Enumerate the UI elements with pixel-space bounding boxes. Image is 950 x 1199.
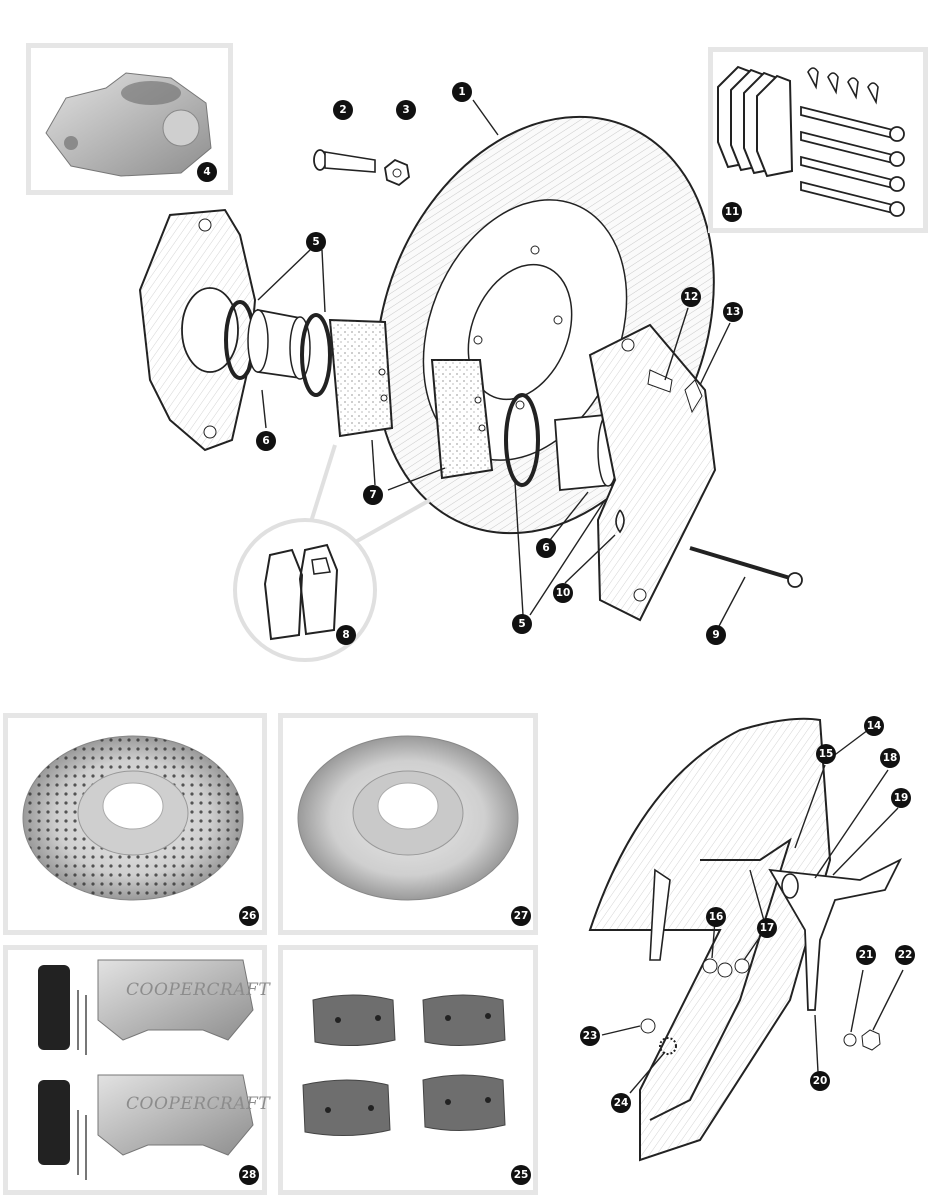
callout-17: 17 [757, 918, 777, 938]
callout-19: 19 [891, 788, 911, 808]
drilled-disc-photo [22, 735, 244, 901]
callout-16: 16 [706, 907, 726, 927]
pads-photo [302, 994, 506, 1137]
callout-18: 18 [880, 748, 900, 768]
caliper-kit-photo [38, 959, 254, 1180]
callout-24: 24 [611, 1093, 631, 1113]
shim-zoom-drawing [233, 444, 431, 662]
caliper-photo [45, 72, 212, 177]
callout-6-right: 6 [536, 538, 556, 558]
caliper-half-left-drawing [138, 208, 257, 452]
callout-28: 28 [239, 1165, 259, 1185]
bolt-and-nut-drawing [313, 149, 410, 187]
caliper-logo-top: COOPERCRAFT [126, 980, 271, 1000]
pad-kit-panel [708, 47, 928, 233]
callout-6-left: 6 [256, 431, 276, 451]
plain-disc-photo [297, 735, 519, 901]
callout-7-left: 7 [363, 485, 383, 505]
callout-11: 11 [722, 202, 742, 222]
callout-20: 20 [810, 1071, 830, 1091]
piston-seal-left-drawing [224, 300, 332, 397]
callout-3: 3 [396, 100, 416, 120]
plain-disc-panel [278, 713, 538, 935]
callout-25: 25 [511, 1165, 531, 1185]
brake-pads-drawing [328, 318, 494, 480]
caliper-kit-panel: COOPERCRAFT COOPERCRAFT [3, 945, 271, 1195]
callout-15: 15 [816, 744, 836, 764]
pads-photo-panel [278, 945, 538, 1195]
callout-4: 4 [197, 162, 217, 182]
callout-12: 12 [681, 287, 701, 307]
callout-5-bottom: 5 [512, 614, 532, 634]
callout-26: 26 [239, 906, 259, 926]
pad-kit-drawing [717, 65, 905, 217]
callout-1: 1 [452, 82, 472, 102]
callout-13: 13 [723, 302, 743, 322]
callout-9: 9 [706, 625, 726, 645]
callout-2: 2 [333, 100, 353, 120]
callout-8: 8 [336, 625, 356, 645]
callout-21: 21 [856, 945, 876, 965]
callout-10: 10 [553, 583, 573, 603]
callout-14: 14 [864, 716, 884, 736]
caliper-logo-bottom: COOPERCRAFT [126, 1094, 271, 1114]
drilled-disc-panel [3, 713, 267, 935]
callout-5-top: 5 [306, 232, 326, 252]
caliper-photo-panel [26, 43, 233, 195]
caliper-half-right-drawing [504, 323, 803, 622]
callout-27: 27 [511, 906, 531, 926]
callout-23: 23 [580, 1026, 600, 1046]
dust-shield-drawing [588, 717, 903, 1162]
callout-22: 22 [895, 945, 915, 965]
